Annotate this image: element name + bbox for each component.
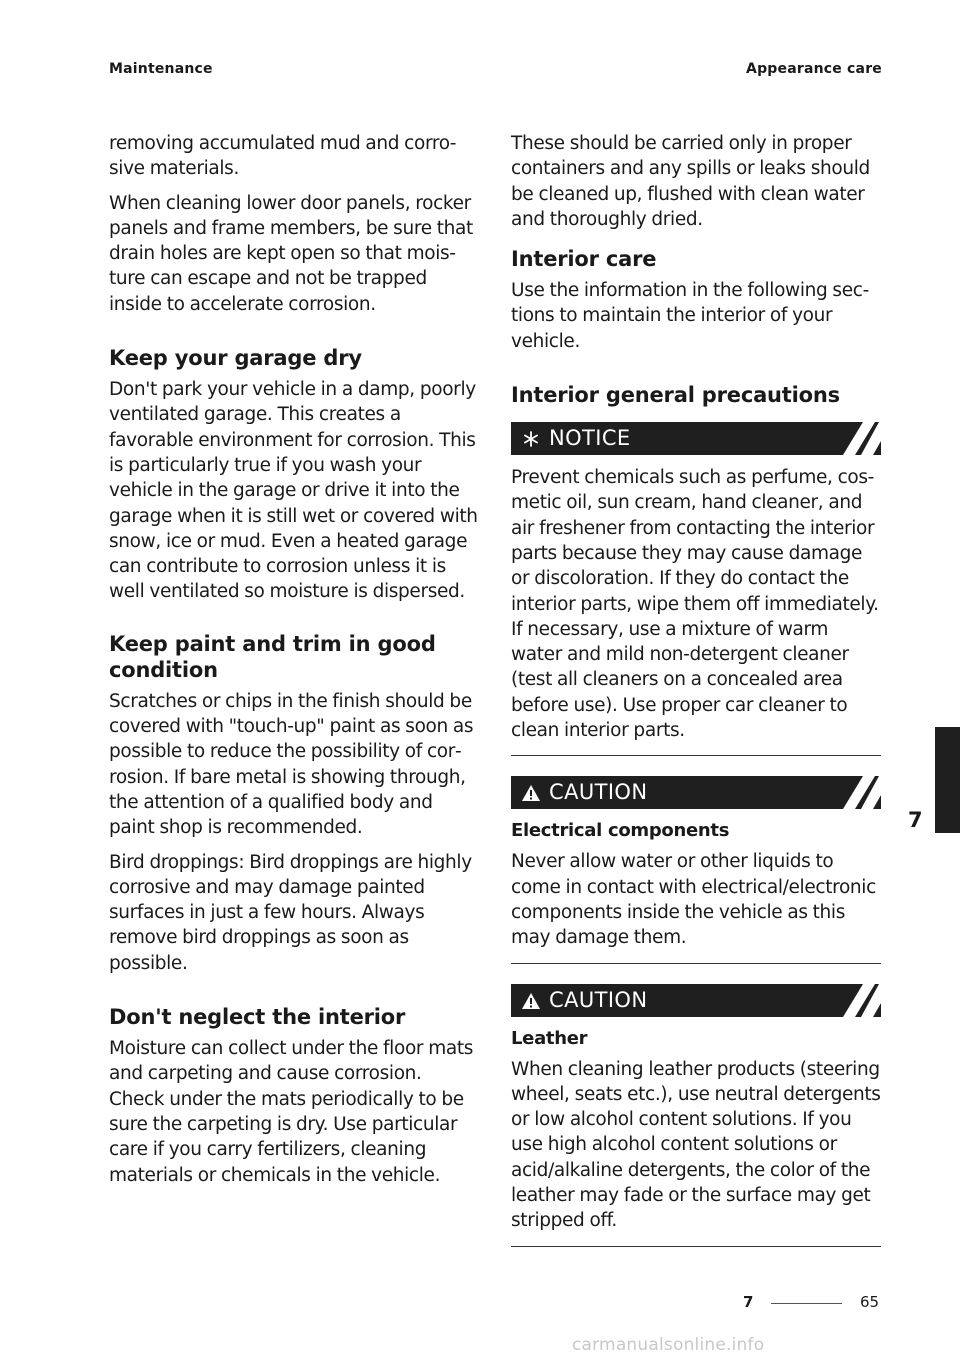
heading-interior-neglect: Don't neglect the interior — [109, 1005, 406, 1030]
snowflake-asterisk-icon — [524, 431, 538, 447]
heading-paint-trim: Keep paint and trim in good con­dition — [109, 631, 436, 682]
running-header-section: Maintenance — [109, 61, 213, 77]
caution-title-leather: CAUTION — [549, 987, 648, 1012]
warning-triangle-icon — [522, 992, 540, 1009]
caution-text-electrical: Never allow water or other liquids to co… — [511, 851, 876, 949]
paragraph-interior-care: Use the information in the following sec… — [511, 280, 870, 352]
caution-subtitle-leather: Leather — [511, 1027, 588, 1049]
footer-page-number: 65 — [860, 1293, 880, 1311]
footer-divider — [771, 1303, 842, 1304]
caution-end-rule-leather — [511, 1245, 881, 1247]
caution-banner-leather: CAUTION — [511, 983, 881, 1017]
chapter-thumb-tab — [935, 727, 960, 833]
warning-triangle-icon — [522, 785, 540, 802]
caution-title-electrical: CAUTION — [549, 780, 648, 805]
paragraph-drain-holes: When cleaning lower door panels, rocker … — [109, 192, 473, 315]
notice-banner: NOTICE — [511, 422, 881, 456]
notice-text: Prevent chemicals such as perfume, cos­m… — [511, 467, 879, 742]
caution-subtitle-electrical: Electrical components — [511, 820, 730, 842]
running-header-topic: Appearance care — [746, 61, 882, 77]
caution-banner-electrical: CAUTION — [511, 776, 881, 810]
paragraph-bird-droppings: Bird droppings: Bird droppings are highl… — [109, 851, 472, 974]
notice-title: NOTICE — [549, 426, 631, 451]
watermark-text: carmanualsonline.info — [572, 1335, 765, 1355]
left-column: removing accumulated mud and corro­sive … — [109, 131, 479, 1197]
stripes-decoration — [843, 776, 881, 810]
paragraph-containers: These should be carried only in proper c… — [511, 133, 870, 230]
right-column: These should be carried only in proper c… — [511, 131, 881, 1267]
paragraph-mud: removing accumulated mud and corro­sive … — [109, 133, 457, 180]
heading-general-precautions: Interior general precautions — [511, 383, 840, 408]
notice-end-rule — [511, 755, 881, 757]
stripes-decoration — [843, 422, 881, 456]
paragraph-moisture: Moisture can collect under the floor mat… — [109, 1038, 474, 1186]
footer-chapter-number: 7 — [743, 1293, 754, 1311]
paragraph-scratches: Scratches or chips in the finish should … — [109, 690, 474, 839]
paragraph-garage: Don't park your vehicle in a damp, poorl… — [109, 379, 478, 603]
caution-text-leather: When cleaning leather products (steer­in… — [511, 1058, 881, 1232]
chapter-number-tab: 7 — [908, 808, 923, 832]
heading-interior-care: Interior care — [511, 247, 657, 272]
heading-garage-dry: Keep your garage dry — [109, 346, 362, 371]
caution-end-rule-electrical — [511, 962, 881, 964]
stripes-decoration — [843, 983, 881, 1017]
